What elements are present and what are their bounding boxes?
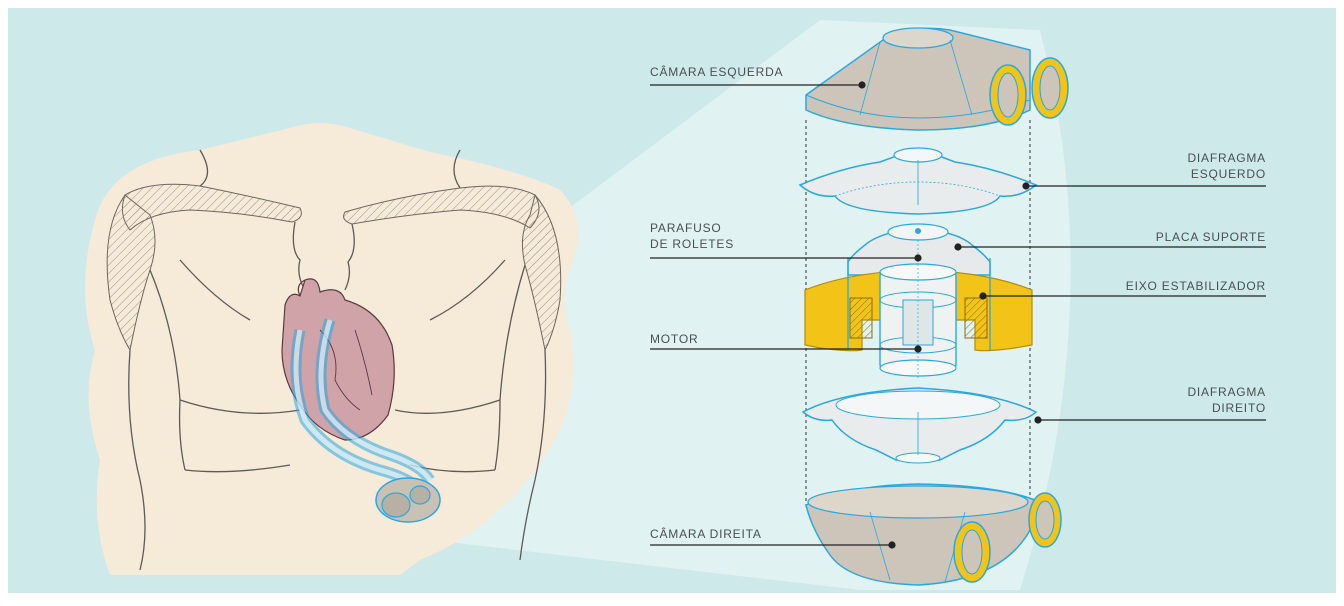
label-parafuso-line2: DE ROLETES [650,236,734,252]
label-eixo-estabilizador: EIXO ESTABILIZADOR [1080,278,1266,294]
label-diafragma-esquerdo-line2: ESQUERDO [1130,166,1266,182]
label-diafragma-direito-line2: DIREITO [1130,400,1266,416]
label-parafuso-line1: PARAFUSO [650,220,734,236]
label-motor: MOTOR [650,331,698,347]
implanted-pump [376,478,440,522]
label-diafragma-direito-line1: DIAFRAGMA [1130,384,1266,400]
label-diafragma-esquerdo-line1: DIAFRAGMA [1130,150,1266,166]
label-camara-direita: CÂMARA DIREITA [650,526,762,542]
label-diafragma-direito: DIAFRAGMA DIREITO [1130,384,1266,416]
label-placa-suporte: PLACA SUPORTE [1100,229,1266,245]
label-camara-esquerda: CÂMARA ESQUERDA [650,64,783,80]
label-parafuso-de-roletes: PARAFUSO DE ROLETES [650,220,734,252]
label-diafragma-esquerdo: DIAFRAGMA ESQUERDO [1130,150,1266,182]
